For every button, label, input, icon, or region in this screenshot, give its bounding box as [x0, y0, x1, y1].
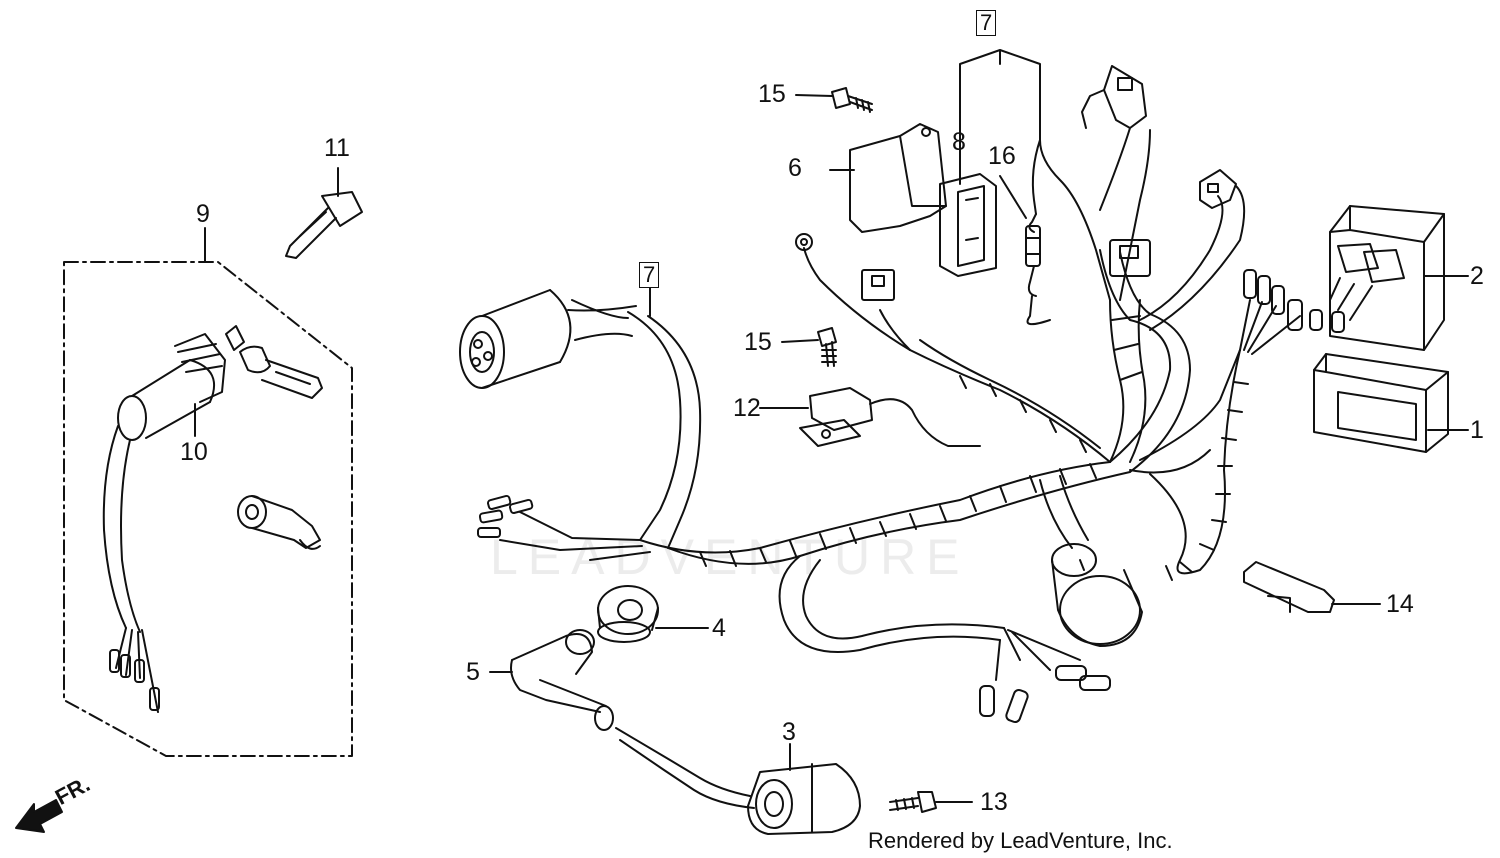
key-11	[285, 167, 363, 259]
harness-grommet-coil	[1051, 543, 1143, 647]
bolt-13	[889, 791, 973, 813]
bolt-15-top	[795, 87, 873, 113]
ignition-switch-10	[102, 325, 245, 713]
side-clip	[1199, 169, 1237, 209]
callout-3: 3	[782, 718, 796, 746]
wire-harness-7	[459, 129, 1303, 724]
cover-14	[1243, 561, 1381, 613]
callout-8: 8	[952, 128, 966, 156]
callout-10: 10	[180, 438, 208, 466]
rubber-mount-1	[1313, 353, 1469, 453]
callout-9: 9	[196, 200, 210, 228]
watermark-text: LEADVENTURE	[490, 529, 970, 585]
key-in-switch	[239, 345, 323, 399]
callout-1: 1	[1470, 416, 1484, 444]
grommet-4	[597, 585, 709, 643]
fuse-holder-8	[939, 111, 997, 277]
callout-15-top: 15	[758, 80, 786, 108]
ignition-coil-3	[615, 727, 861, 835]
callout-7-top: 7	[976, 10, 997, 36]
bolt-15-mid	[781, 327, 837, 367]
top-bracket	[1081, 65, 1147, 211]
callout-14: 14	[1386, 590, 1414, 618]
callout-7-harness: 7	[639, 262, 660, 288]
bracket-7-top	[959, 49, 1041, 141]
callout-4: 4	[712, 614, 726, 642]
footer-credit: Rendered by LeadVenture, Inc.	[868, 828, 1173, 853]
leader-15a	[795, 94, 833, 97]
lock-cylinder	[237, 495, 321, 550]
callout-15-mid: 15	[744, 328, 772, 356]
callout-5: 5	[466, 658, 480, 686]
callout-2: 2	[1470, 262, 1484, 290]
plug-cap-5	[489, 629, 614, 731]
callout-16: 16	[988, 142, 1016, 170]
callout-13: 13	[980, 788, 1008, 816]
leader-16	[999, 175, 1027, 219]
fuse-16	[999, 139, 1051, 326]
sensor-12	[759, 387, 981, 447]
front-arrow-icon	[15, 799, 63, 833]
leader-15b	[781, 339, 819, 343]
callout-12: 12	[733, 394, 761, 422]
cdi-unit-2	[1309, 205, 1469, 351]
regulator-6	[829, 123, 947, 233]
callout-6: 6	[788, 154, 802, 182]
callout-11: 11	[324, 134, 350, 162]
group-outline-9	[63, 261, 353, 757]
